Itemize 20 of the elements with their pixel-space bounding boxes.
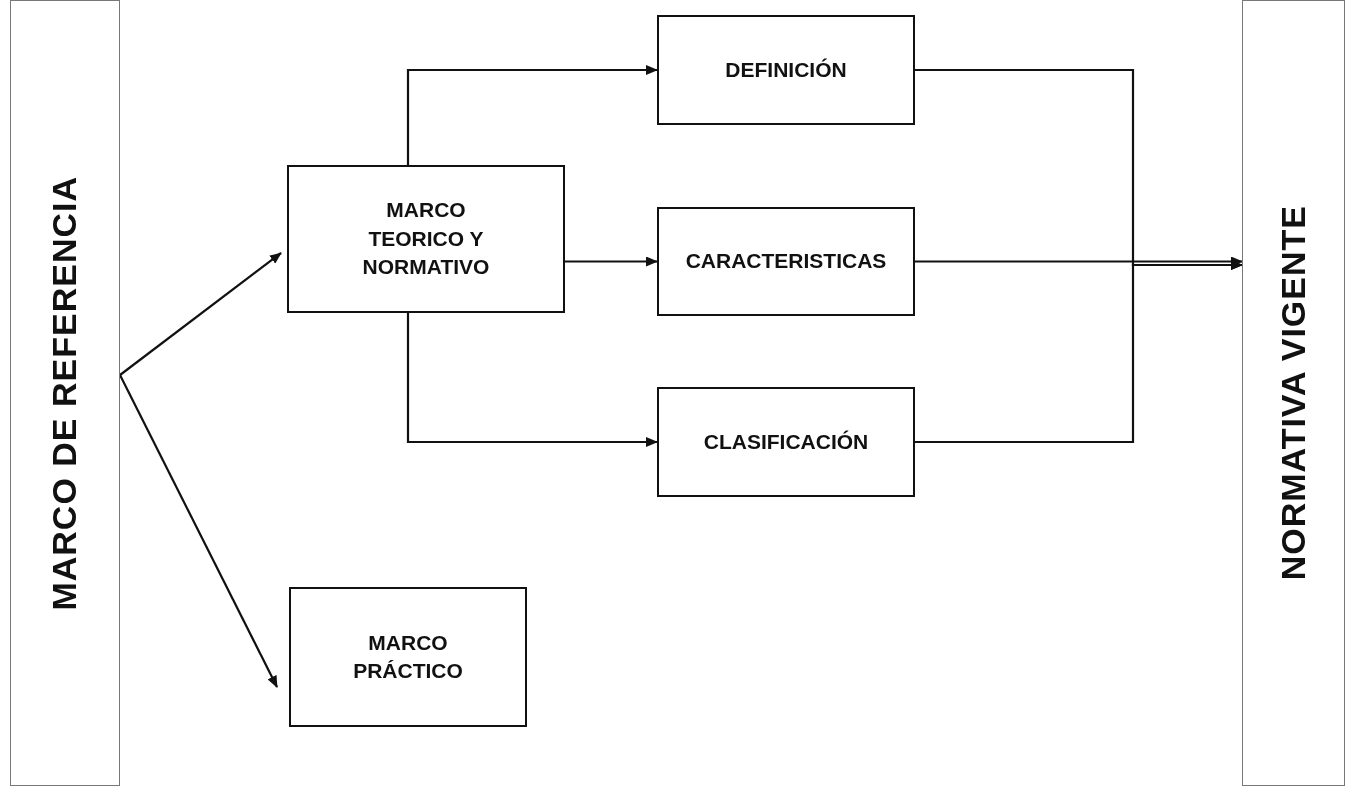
box-label: DEFINICIÓN bbox=[725, 56, 847, 83]
box-label: NORMATIVA VIGENTE bbox=[1272, 205, 1313, 581]
arrow bbox=[119, 252, 282, 376]
box-label: MARCO DE REFERENCIA bbox=[44, 175, 85, 611]
process-box bbox=[657, 387, 915, 497]
process-box bbox=[657, 15, 915, 125]
vertical-title-box bbox=[10, 0, 120, 786]
process-box bbox=[657, 207, 915, 316]
arrow bbox=[406, 313, 658, 447]
process-box bbox=[289, 587, 527, 727]
arrow bbox=[915, 260, 1243, 444]
arrow bbox=[565, 256, 658, 267]
process-box bbox=[287, 165, 565, 313]
box-label: CARACTERISTICAS bbox=[685, 248, 887, 275]
box-label: MARCO TEORICO Y NORMATIVO bbox=[361, 197, 491, 281]
box-label: MARCO PRÁCTICO bbox=[352, 629, 464, 684]
box-label: CLASIFICACIÓN bbox=[703, 428, 869, 455]
arrow bbox=[406, 65, 658, 165]
vertical-title-box bbox=[1242, 0, 1345, 786]
arrow bbox=[119, 374, 278, 688]
